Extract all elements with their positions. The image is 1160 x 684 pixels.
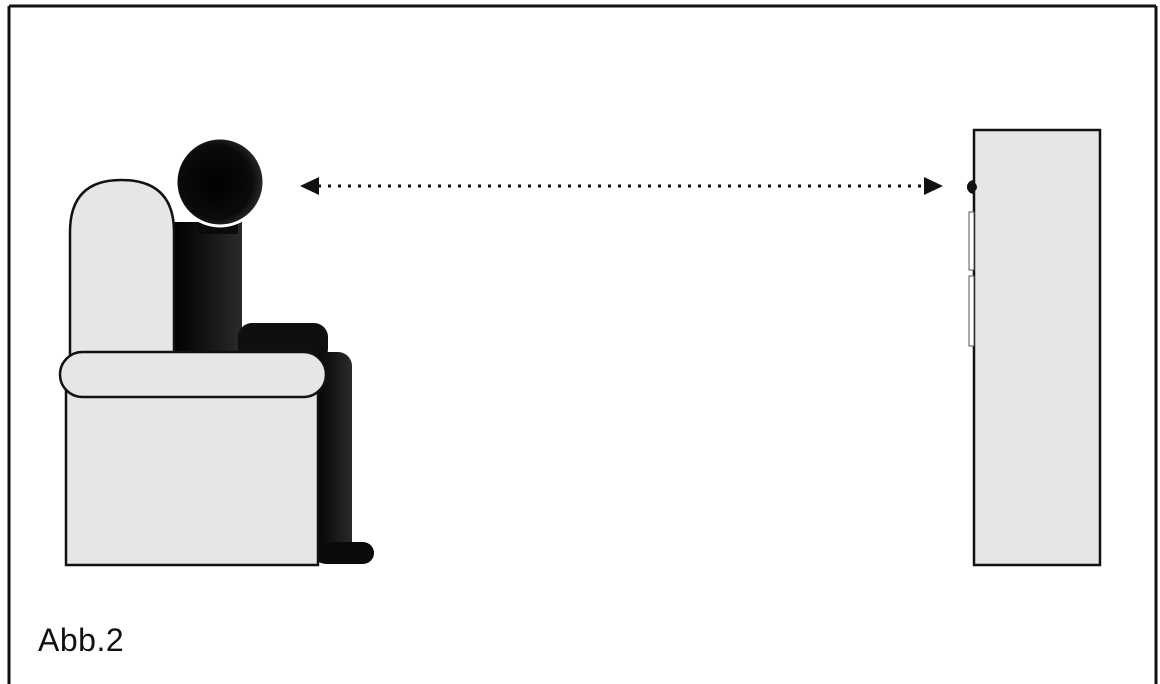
person-foot xyxy=(318,542,374,564)
armchair-backrest xyxy=(70,180,174,360)
figure-caption: Abb.2 xyxy=(38,622,124,659)
person-head xyxy=(176,138,264,226)
armchair-armrest xyxy=(60,352,326,397)
arrowhead-left xyxy=(300,177,319,195)
armchair-base xyxy=(66,372,318,565)
person-torso xyxy=(174,222,242,362)
cabinet-panel-upper xyxy=(969,212,974,270)
viewing-distance-arrow xyxy=(300,177,943,195)
cabinet-panel-lower xyxy=(969,276,974,346)
cabinet-device xyxy=(967,130,1100,565)
cabinet-body xyxy=(974,130,1100,565)
arrowhead-right xyxy=(924,177,943,195)
